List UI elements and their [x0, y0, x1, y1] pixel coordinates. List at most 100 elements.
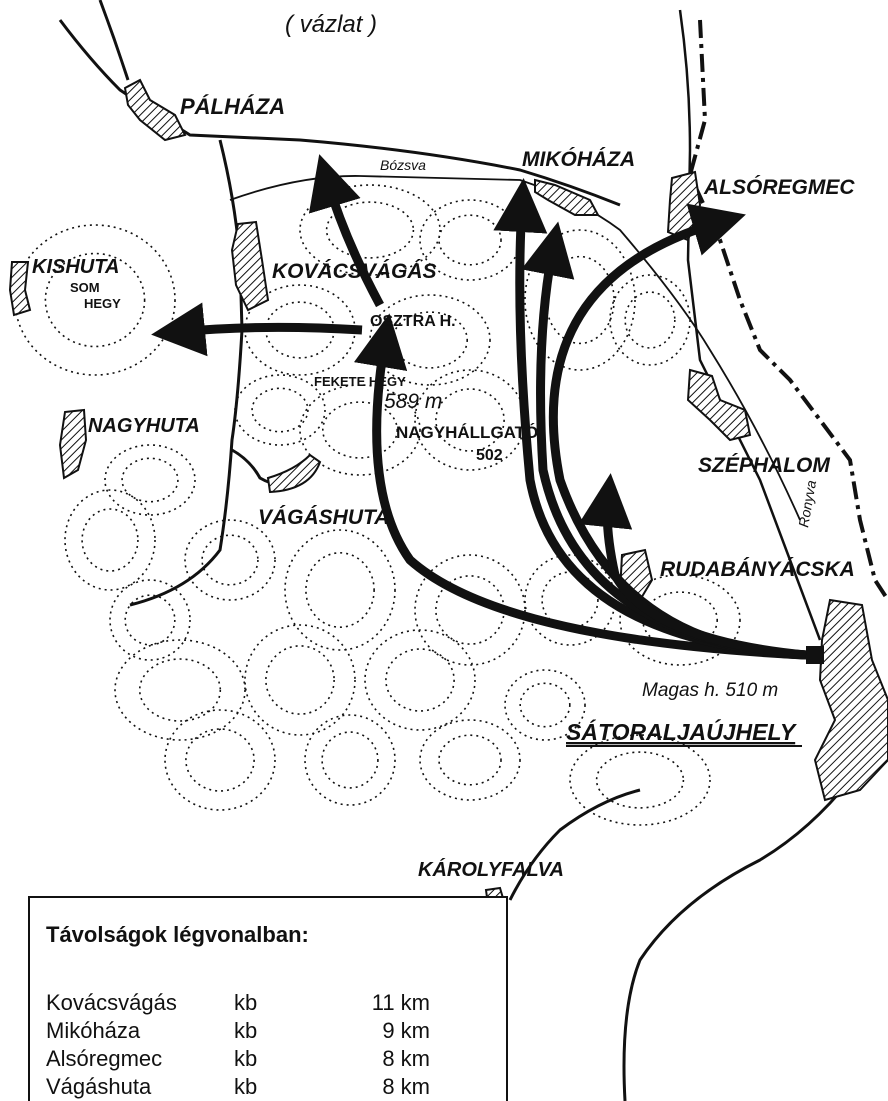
map-subtitle: ( vázlat ) [285, 11, 377, 38]
hill-contour [234, 374, 326, 446]
legend-qualifier: kb [234, 1018, 258, 1043]
legend-row: Vágáshuta kb 8 km [46, 1074, 466, 1100]
hill-contour [414, 554, 526, 666]
legend-distance: 11 km [371, 990, 430, 1015]
label-kovacsvagas: KOVÁCSVÁGÁS [272, 260, 437, 283]
road-central [129, 139, 244, 607]
hill-contour [138, 658, 222, 722]
label-rudabanyacska: RUDABÁNYÁCSKA [660, 558, 855, 581]
road-north [58, 19, 621, 207]
settlement-vagashuta [266, 453, 322, 494]
arrow-to-kishuta [151, 302, 363, 357]
label-river-ronyva: Ronyva [795, 479, 819, 529]
hill-contour [265, 645, 335, 715]
legend-qualifier: kb [234, 990, 258, 1015]
hill-contour [414, 369, 526, 471]
label-palhaza: PÁLHÁZA [180, 94, 285, 119]
label-nagyhallgato: NAGYHÁLLGATÓ [396, 423, 538, 442]
distance-legend: Távolságok légvonalban: Kovácsvágás kb 1… [28, 896, 508, 1101]
legend-row: Alsóregmec kb 8 km [46, 1046, 466, 1072]
label-nagyhuta: NAGYHUTA [88, 415, 200, 437]
legend-distance: 8 km [382, 1046, 430, 1071]
legend-place: Vágáshuta [46, 1074, 152, 1099]
label-river-bozsva: Bózsva [380, 157, 426, 173]
hill-contour [201, 534, 259, 586]
arrow-to-kovacsvagas [308, 154, 384, 308]
hill-contour [325, 201, 415, 259]
settlement-kishuta [8, 261, 32, 317]
hill-contour [321, 731, 379, 789]
start-point-marker [806, 646, 824, 664]
road-ronyva [678, 9, 822, 641]
arrow-to-osztra [353, 313, 807, 660]
movement-arrows [151, 154, 807, 660]
hill-contour [299, 384, 421, 476]
label-hegy: HEGY [84, 296, 121, 311]
label-feketehegy-alt: 589 m [384, 390, 442, 413]
hill-contour [184, 519, 276, 601]
legend-place: Kovácsvágás [46, 990, 177, 1015]
label-nagyhallgato-alt: 502 [476, 447, 503, 464]
hill-contour [305, 551, 375, 628]
legend-row: Mikóháza kb 9 km [46, 1018, 466, 1044]
settlement-palhaza [123, 78, 187, 142]
hill-contour [435, 388, 505, 452]
label-som: SOM [70, 280, 100, 295]
hill-contour [109, 579, 191, 661]
legend-place: Alsóregmec [46, 1046, 163, 1071]
hill-contour [569, 734, 711, 826]
settlement-szephalom [686, 368, 752, 442]
label-magas: Magas h. 510 m [642, 680, 778, 701]
road-karoly [508, 788, 641, 901]
legend-place: Mikóháza [46, 1018, 141, 1043]
legend-distance: 9 km [382, 1018, 430, 1043]
label-mikohaza: MIKÓHÁZA [522, 147, 635, 171]
label-osztra: OSZTRA H. [370, 313, 456, 330]
hill-contour [304, 714, 396, 806]
hill-contour [438, 734, 502, 786]
hill-contour [81, 508, 139, 572]
hill-contour [524, 229, 636, 371]
hill-contour [385, 648, 455, 712]
hill-contour [504, 669, 586, 741]
hill-contour [104, 444, 196, 516]
legend-qualifier: kb [234, 1046, 258, 1071]
hill-contour [545, 255, 615, 345]
legend-distance: 8 km [382, 1074, 430, 1099]
hill-contour [321, 401, 398, 459]
settlement-kovacsvagas [230, 220, 270, 312]
label-feketehegy: FEKETE HEGY [314, 374, 406, 389]
hill-contour [595, 751, 685, 809]
hill-contour [364, 629, 476, 731]
settlement-satoraljaujhely [813, 598, 888, 802]
hill-contour [284, 529, 396, 651]
label-karolyfalva: KÁROLYFALVA [418, 858, 564, 881]
hill-contour [64, 489, 156, 591]
legend-row: Kovácsvágás kb 11 km [46, 990, 466, 1016]
roads [58, 0, 852, 1101]
arrow-to-rudabanyacska [578, 473, 807, 660]
settlement-nagyhuta [58, 408, 88, 480]
hill-contour [619, 574, 741, 666]
arrow-to-mikohaza [493, 178, 807, 660]
label-vagashuta: VÁGÁSHUTA [258, 506, 389, 529]
label-alsoregmec: ALSÓREGMEC [703, 175, 855, 199]
hill-contour [244, 624, 356, 736]
label-kishuta: KISHUTA [32, 256, 119, 278]
hill-contour [438, 214, 502, 266]
legend-qualifier: kb [234, 1074, 258, 1099]
hill-contour [519, 682, 571, 728]
label-szephalom: SZÉPHALOM [698, 454, 830, 477]
hill-contour [369, 294, 491, 386]
hill-contour [14, 224, 176, 376]
hill-contour [419, 719, 521, 801]
state-border [687, 19, 888, 602]
hill-contour [44, 252, 146, 348]
hill-contour [299, 184, 441, 276]
hill-contour [624, 291, 676, 349]
hill-contour [114, 639, 246, 741]
hill-contour [185, 728, 255, 792]
hill-contour [609, 274, 691, 366]
